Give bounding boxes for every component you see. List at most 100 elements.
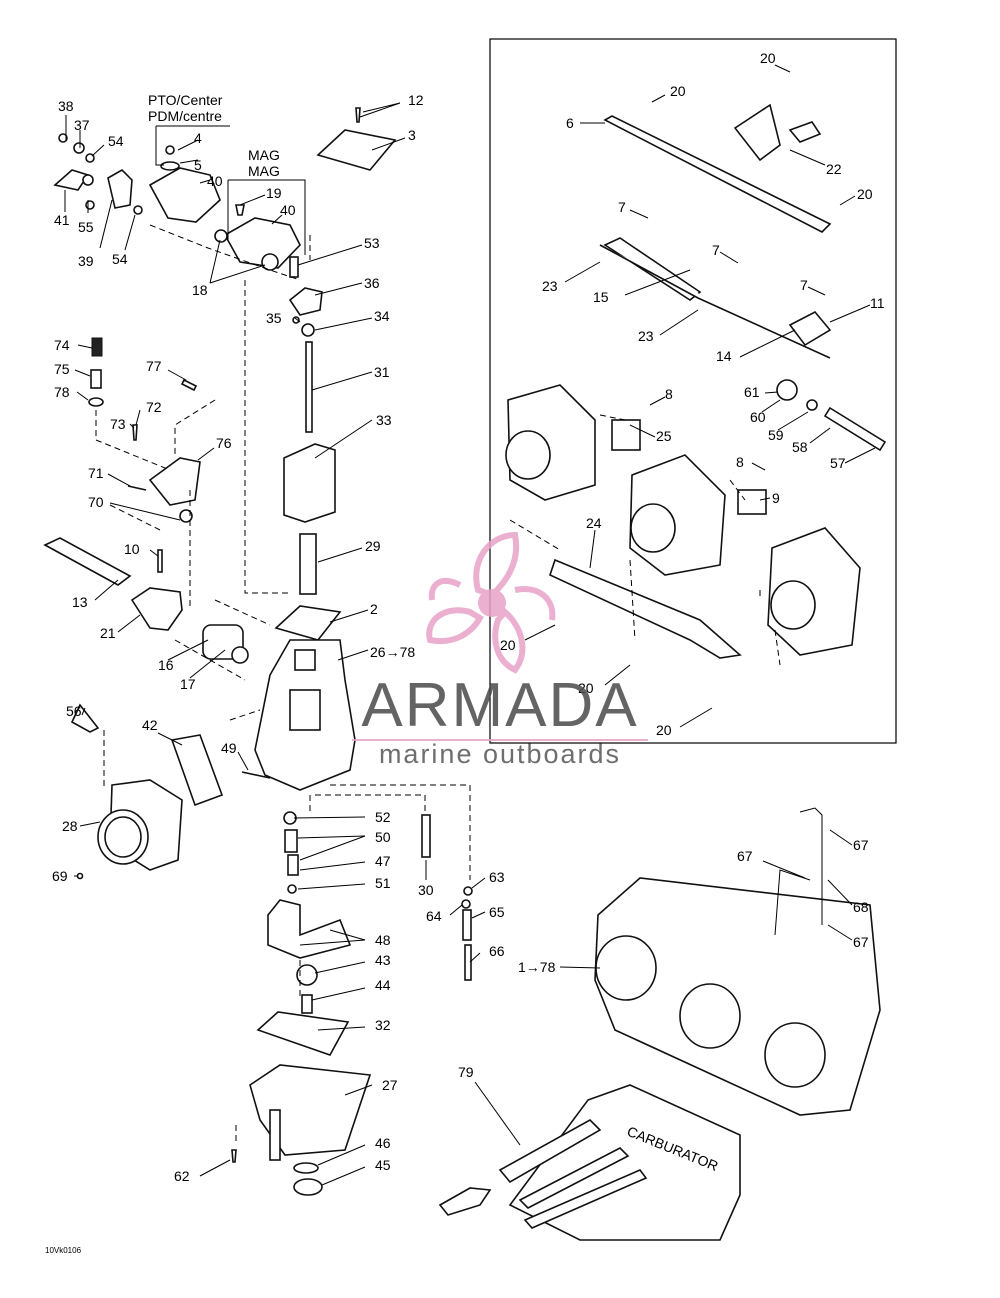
carburetor-body	[254, 639, 356, 791]
carburetor-bank	[594, 807, 881, 1116]
callout-43: 43	[375, 952, 391, 968]
callout-13: 13	[72, 594, 88, 610]
callout-50: 50	[375, 829, 391, 845]
callout-55: 55	[78, 219, 94, 235]
callout-20: 20	[500, 637, 516, 653]
callout-20: 20	[670, 83, 686, 99]
callout-22: 22	[826, 161, 842, 177]
callout-20: 20	[656, 722, 672, 738]
callout-17: 17	[180, 676, 196, 692]
callout-41: 41	[54, 212, 70, 228]
callout-64: 64	[426, 908, 442, 924]
callout-45: 45	[375, 1157, 391, 1173]
position-captions: PTO/Center PDM/centre MAG MAG	[148, 92, 306, 255]
callout-31: 31	[374, 364, 390, 380]
callout-72: 72	[146, 399, 162, 415]
callout-52: 52	[375, 809, 391, 825]
callout-51: 51	[375, 875, 391, 891]
callout-68: 68	[853, 899, 869, 915]
caption-pto-center: PTO/Center	[148, 92, 223, 108]
callout-46: 46	[375, 1135, 391, 1151]
callout-61: 61	[744, 384, 760, 400]
watermark-tagline: marine outboards	[379, 739, 621, 769]
callout-20: 20	[857, 186, 873, 202]
callout-37: 37	[74, 117, 90, 133]
leader-lines	[64, 64, 876, 1186]
callout-78: 78	[54, 384, 70, 400]
callout-16: 16	[158, 657, 174, 673]
throttle-slide-stack	[274, 341, 342, 641]
callout-79: 79	[458, 1064, 474, 1080]
callout-70: 70	[88, 494, 104, 510]
callout-59: 59	[768, 427, 784, 443]
callout-6: 6	[566, 115, 574, 131]
callout-63: 63	[489, 869, 505, 885]
assembly-inset-frame	[489, 38, 897, 744]
callout-60: 60	[750, 409, 766, 425]
callout-30: 30	[418, 882, 434, 898]
armada-propeller-logo	[426, 531, 556, 674]
callout-49: 49	[221, 740, 237, 756]
callout-74: 74	[54, 337, 70, 353]
choke-parts	[43, 337, 249, 664]
callout-54: 54	[112, 251, 128, 267]
callout-67: 67	[853, 837, 869, 853]
callout-7: 7	[712, 242, 720, 258]
callout-57: 57	[830, 455, 846, 471]
callout-9: 9	[772, 490, 780, 506]
callout-numbers: 38 37 54 4 5 40 41 55 39 54 19 40 18 12 …	[52, 50, 885, 1184]
callout-20: 20	[760, 50, 776, 66]
figure-reference: 10Vk0106	[45, 1246, 82, 1255]
callout-28: 28	[62, 818, 78, 834]
callout-58: 58	[792, 439, 808, 455]
triple-carb-assembly	[505, 384, 861, 659]
callout-75: 75	[54, 361, 70, 377]
callout-4: 4	[194, 130, 202, 146]
callout-1: 1→78	[518, 959, 556, 975]
callout-42: 42	[142, 717, 158, 733]
caption-pdm-centre: PDM/centre	[148, 108, 222, 124]
callout-2: 2	[370, 601, 378, 617]
caption-mag: MAG	[248, 163, 280, 179]
callout-62: 62	[174, 1168, 190, 1184]
callout-76: 76	[216, 435, 232, 451]
callout-19: 19	[266, 185, 282, 201]
caption-mag: MAG	[248, 147, 280, 163]
callout-27: 27	[382, 1077, 398, 1093]
callout-32: 32	[375, 1017, 391, 1033]
intake-flange	[70, 703, 271, 880]
callout-8: 8	[736, 454, 744, 470]
callout-47: 47	[375, 853, 391, 869]
callout-40: 40	[280, 202, 296, 218]
linkage-parts	[53, 107, 397, 337]
callout-35: 35	[266, 310, 282, 326]
callout-54: 54	[108, 133, 124, 149]
callout-8: 8	[665, 386, 673, 402]
watermark: ARMADA marine outboards	[352, 531, 648, 769]
callout-10: 10	[124, 541, 140, 557]
callout-39: 39	[78, 253, 94, 269]
callout-73: 73	[110, 416, 126, 432]
callout-77: 77	[146, 358, 162, 374]
float-bowl-stack	[231, 811, 473, 1196]
callout-26: 26→78	[370, 644, 415, 660]
callout-24: 24	[586, 515, 602, 531]
throttle-linkage-assembly	[599, 103, 887, 452]
callout-20: 20	[578, 680, 594, 696]
callout-48: 48	[375, 932, 391, 948]
callout-69: 69	[52, 868, 68, 884]
callout-44: 44	[375, 977, 391, 993]
callout-14: 14	[716, 348, 732, 364]
dashed-alignment-lines	[95, 224, 781, 1145]
callout-38: 38	[58, 98, 74, 114]
callout-5: 5	[194, 157, 202, 173]
callout-29: 29	[365, 538, 381, 554]
callout-67: 67	[853, 934, 869, 950]
callout-71: 71	[88, 465, 104, 481]
callout-21: 21	[100, 625, 116, 641]
callout-7: 7	[618, 199, 626, 215]
callout-11: 11	[870, 295, 885, 311]
callout-36: 36	[364, 275, 380, 291]
callout-40: 40	[207, 173, 223, 189]
